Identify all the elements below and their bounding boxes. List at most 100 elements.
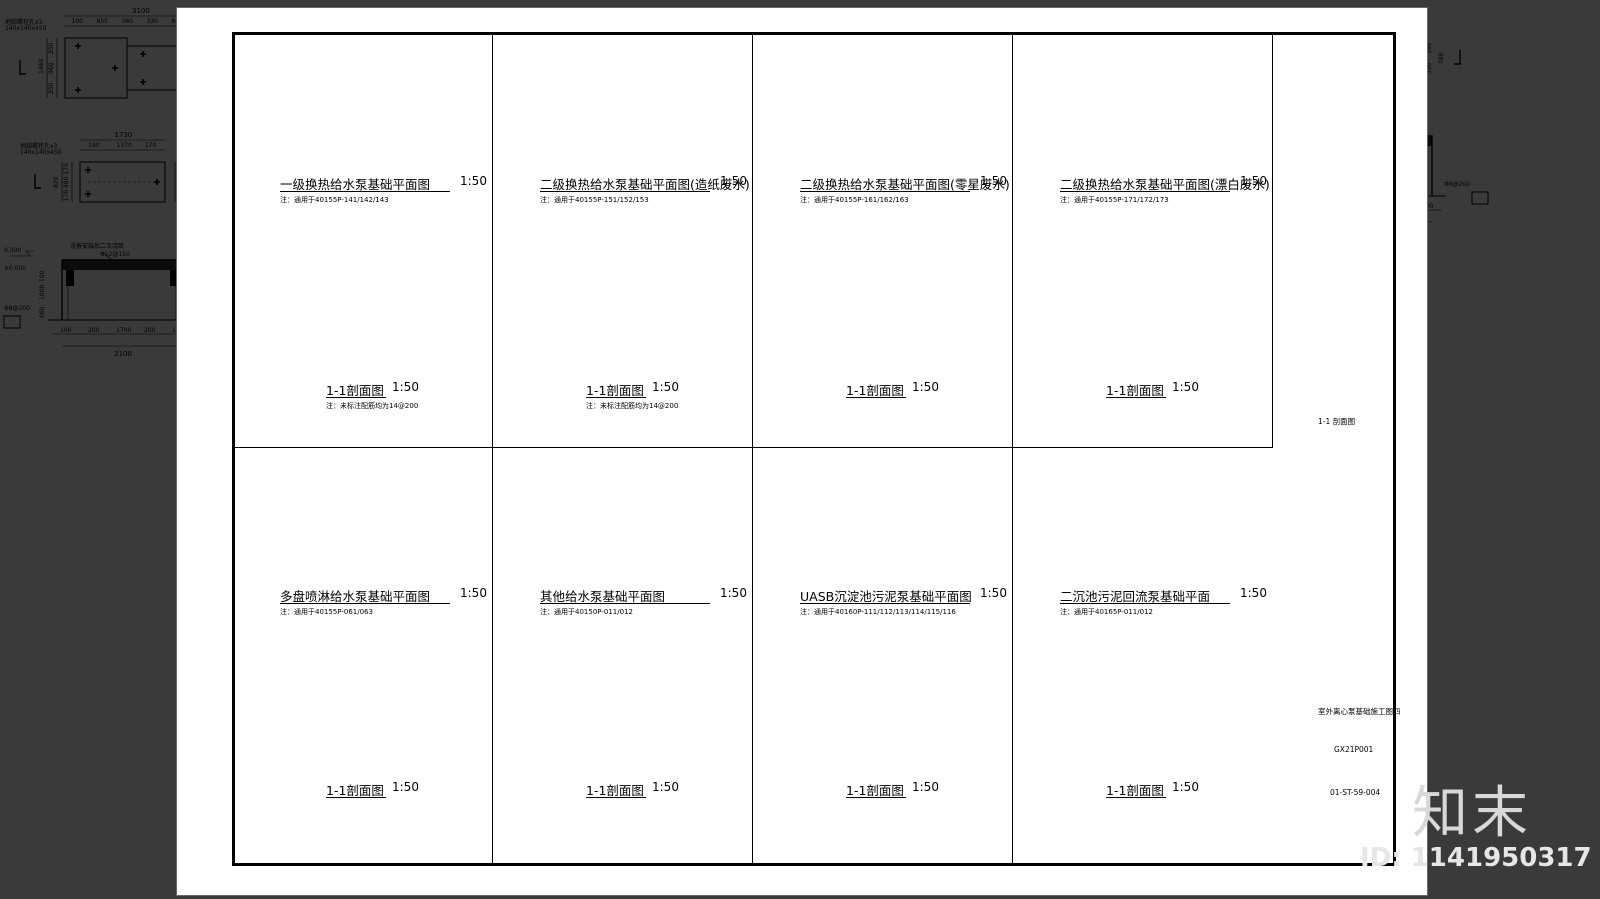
drawing-number: GX21P001 bbox=[1334, 745, 1374, 754]
plan-title: 二级换热给水泵基础平面图(漂白废水) bbox=[1060, 177, 1270, 192]
plan-note: 注：通用于40155P-171/172/173 bbox=[1060, 196, 1169, 204]
leader-line bbox=[101, 251, 113, 261]
plan-title: 二沉池污泥回流泵基础平面 bbox=[1060, 589, 1211, 604]
dim-vertical: 250 bbox=[48, 82, 55, 94]
dim-total: 1730 bbox=[115, 131, 133, 139]
drawing-title: 室外离心泵基础施工图四 bbox=[1318, 707, 1401, 716]
elevation-top: 0.300 bbox=[4, 247, 21, 254]
section-mark bbox=[19, 60, 26, 75]
grid-divider bbox=[235, 447, 1273, 448]
title-underline bbox=[1106, 397, 1166, 398]
anchor-label: 140x140x450 bbox=[20, 149, 62, 156]
plan-note: 注：通用于40155P-161/162/163 bbox=[800, 196, 909, 204]
dim-segment: 855 bbox=[97, 18, 109, 25]
anchor-bolt-hole bbox=[75, 43, 81, 49]
anchor-bolt-hole bbox=[154, 179, 160, 185]
plan-scale: 1:50 bbox=[1240, 586, 1267, 600]
section-mark bbox=[34, 174, 41, 189]
title-underline bbox=[846, 397, 906, 398]
section-title: 1-1剖面图 bbox=[586, 783, 644, 798]
section-scale: 1:50 bbox=[392, 780, 419, 794]
section-note: 注：未标注配筋均为14@200 bbox=[326, 402, 419, 410]
section-scale: 1:50 bbox=[912, 780, 939, 794]
title-underline bbox=[326, 797, 386, 798]
drawing-frame bbox=[232, 32, 1396, 866]
title-underline bbox=[800, 603, 970, 604]
section-scale: 1:50 bbox=[652, 780, 679, 794]
section-scale: 1:50 bbox=[392, 380, 419, 394]
plan-scale: 1:50 bbox=[720, 586, 747, 600]
grout-layer bbox=[62, 260, 182, 270]
plan-title: 二级换热给水泵基础平面图(造纸废水) bbox=[540, 177, 750, 192]
title-underline bbox=[540, 603, 710, 604]
dim-total: 2100 bbox=[114, 350, 132, 358]
title-underline bbox=[800, 191, 970, 192]
dim-segment: 100 bbox=[60, 327, 72, 334]
section-title: 1-1剖面图 bbox=[326, 783, 384, 798]
elevation-mark bbox=[10, 250, 34, 257]
dim-vertical: 480 bbox=[63, 176, 70, 188]
dim-vertical: 170 bbox=[63, 163, 70, 175]
rebar-label: Φ8@200 bbox=[4, 305, 30, 312]
title-underline bbox=[280, 191, 450, 192]
plan-title: UASB沉淀池污泥泵基础平面图 bbox=[800, 589, 972, 604]
dim-segment: 200 bbox=[144, 327, 156, 334]
grid-divider bbox=[1272, 35, 1273, 447]
dim-vertical: 1460 bbox=[38, 59, 45, 74]
section-scale: 1:50 bbox=[652, 380, 679, 394]
top-rebar-label: Φ12@150 bbox=[100, 251, 130, 258]
anchor-bolt-hole bbox=[85, 167, 91, 173]
sheet-number: 01-ST-59-004 bbox=[1330, 788, 1381, 797]
grid-divider bbox=[752, 35, 753, 864]
title-underline bbox=[540, 191, 710, 192]
drawing-sheet bbox=[176, 7, 1428, 896]
section-title: 1-1剖面图 bbox=[1106, 783, 1164, 798]
elevation-base: ±0.000 bbox=[4, 265, 26, 272]
section-scale: 1:50 bbox=[912, 380, 939, 394]
watermark-logo: 知末 bbox=[1412, 781, 1532, 846]
dim-vertical: 820 bbox=[53, 176, 60, 188]
section-title: 1-1剖面图 bbox=[1106, 383, 1164, 398]
section-scale: 1:50 bbox=[1172, 380, 1199, 394]
title-underline bbox=[1106, 797, 1166, 798]
dim-segment: 1370 bbox=[117, 142, 132, 149]
plan-note: 注：通用于40155P-141/142/143 bbox=[280, 196, 389, 204]
anchor-pocket bbox=[170, 270, 178, 286]
dim-vertical: 390 bbox=[1426, 42, 1433, 54]
anchor-bolt-hole bbox=[140, 79, 146, 85]
footing-box bbox=[1471, 191, 1489, 205]
plan-note: 注：通用于40155P-151/152/153 bbox=[540, 196, 649, 204]
anchor-bolt-hole bbox=[112, 65, 118, 71]
dim-total: 3100 bbox=[132, 7, 150, 15]
plan-note: 注：通用于40160P-111/112/113/114/115/116 bbox=[800, 608, 956, 616]
footing-box bbox=[3, 315, 21, 329]
plan-scale: 1:50 bbox=[460, 174, 487, 188]
plan-scale: 1:50 bbox=[1240, 174, 1267, 188]
dim-segment: 100 bbox=[72, 18, 84, 25]
plan-scale: 1:50 bbox=[980, 586, 1007, 600]
anchor-bolt-hole bbox=[85, 191, 91, 197]
section-title: 1-1剖面图 bbox=[846, 783, 904, 798]
anchor-label: 地脚螺栓孔x3 bbox=[5, 18, 43, 26]
dim-segment: 1700 bbox=[116, 327, 131, 334]
dim-segment: 190 bbox=[88, 142, 100, 149]
plan-scale: 1:50 bbox=[720, 174, 747, 188]
dim-vertical: 1000 bbox=[39, 285, 46, 300]
plan-note: 注：通用于40150P-011/012 bbox=[540, 608, 633, 616]
dim-vertical: 190 bbox=[39, 270, 46, 282]
foundation-outline bbox=[79, 161, 166, 203]
title-underline bbox=[586, 397, 646, 398]
section-title: 1-1剖面图 bbox=[846, 383, 904, 398]
grout-label: 设备安装后二次浇筑 bbox=[70, 242, 124, 250]
dim-segment: 200 bbox=[88, 327, 100, 334]
title-underline bbox=[280, 603, 450, 604]
section-note: 注：未标注配筋均为14@200 bbox=[586, 402, 679, 410]
section-title: 1-1剖面图 bbox=[586, 383, 644, 398]
dim-vertical: 960 bbox=[48, 62, 55, 74]
anchor-pocket bbox=[66, 270, 74, 286]
dim-vertical: 250 bbox=[48, 42, 55, 54]
plan-scale: 1:50 bbox=[980, 174, 1007, 188]
anchor-bolt-hole bbox=[140, 51, 146, 57]
dim-vertical: 660 bbox=[39, 306, 46, 318]
dim-vertical: 390 bbox=[1426, 62, 1433, 74]
